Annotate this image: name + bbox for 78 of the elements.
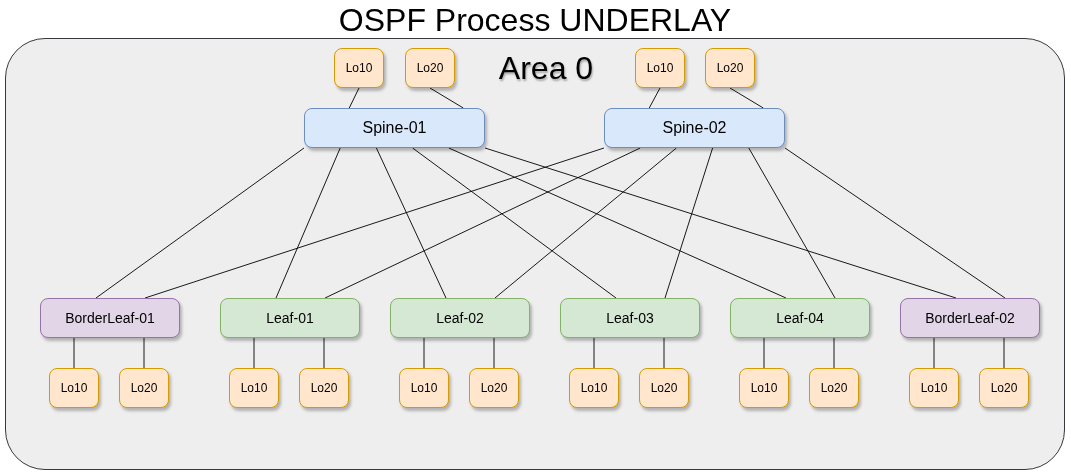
link-line xyxy=(748,147,836,299)
loopback-box xyxy=(334,48,384,88)
link-line xyxy=(348,87,360,109)
link-line xyxy=(143,337,145,369)
node-label: Lo20 xyxy=(650,381,678,395)
link-line xyxy=(663,337,665,369)
node-label: Lo10 xyxy=(920,381,948,395)
link-line xyxy=(429,87,464,109)
loopback-box xyxy=(739,368,789,408)
link-line xyxy=(448,147,787,299)
link-line xyxy=(1003,337,1005,369)
link-line xyxy=(648,87,661,109)
link-line xyxy=(375,147,447,299)
link-line xyxy=(253,337,255,369)
node-label: Lo10 xyxy=(580,381,608,395)
link-line xyxy=(933,337,935,369)
leaf-switch-box xyxy=(560,298,700,338)
node-label: Spine-01 xyxy=(362,119,427,137)
link-line xyxy=(144,147,605,299)
node-label: Leaf-01 xyxy=(266,310,314,326)
node-label: Lo10 xyxy=(345,61,373,75)
leaf-switch-box xyxy=(730,298,870,338)
loopback-box xyxy=(229,368,279,408)
node-label: Lo10 xyxy=(410,381,438,395)
link-line xyxy=(324,147,641,299)
link-line xyxy=(323,337,325,369)
node-label: Lo20 xyxy=(990,381,1018,395)
loopback-box xyxy=(299,368,349,408)
link-line xyxy=(763,337,765,369)
spine-switch-box xyxy=(604,108,785,148)
link-line xyxy=(412,147,617,299)
link-line xyxy=(95,147,305,299)
node-label: Lo20 xyxy=(820,381,848,395)
loopback-box xyxy=(49,368,99,408)
node-label: Leaf-03 xyxy=(606,310,654,326)
loopback-box xyxy=(705,48,755,88)
node-label: Leaf-04 xyxy=(776,310,824,326)
border-leaf-switch-box xyxy=(40,298,180,338)
node-label: Lo20 xyxy=(130,381,158,395)
node-label: Lo20 xyxy=(416,61,444,75)
loopback-box xyxy=(809,368,859,408)
area-title: OSPF Process UNDERLAY xyxy=(337,1,733,39)
loopback-box xyxy=(399,368,449,408)
link-line xyxy=(729,87,764,109)
loopback-box xyxy=(979,368,1029,408)
link-line xyxy=(494,147,677,299)
node-label: Lo10 xyxy=(240,381,268,395)
link-line xyxy=(423,337,425,369)
node-label: Lo20 xyxy=(716,61,744,75)
node-label: BorderLeaf-02 xyxy=(925,310,1015,326)
node-label: Lo20 xyxy=(310,381,338,395)
link-line xyxy=(275,147,341,299)
loopback-box xyxy=(119,368,169,408)
link-line xyxy=(484,147,957,299)
node-label: BorderLeaf-01 xyxy=(65,310,155,326)
node-label: Lo10 xyxy=(750,381,778,395)
node-label: Lo20 xyxy=(480,381,508,395)
border-leaf-switch-box xyxy=(900,298,1040,338)
loopback-box xyxy=(569,368,619,408)
link-line xyxy=(664,147,714,299)
link-line xyxy=(784,147,1006,299)
spine-switch-box xyxy=(304,108,485,148)
node-label: Leaf-02 xyxy=(436,310,484,326)
loopback-box xyxy=(405,48,455,88)
node-label: Lo10 xyxy=(60,381,88,395)
leaf-switch-box xyxy=(220,298,360,338)
node-label: Lo10 xyxy=(646,61,674,75)
area-label: Area 0 xyxy=(497,49,595,87)
loopback-box xyxy=(635,48,685,88)
link-line xyxy=(833,337,835,369)
leaf-switch-box xyxy=(390,298,530,338)
loopback-box xyxy=(909,368,959,408)
link-line xyxy=(493,337,495,369)
loopback-box xyxy=(639,368,689,408)
node-label: Spine-02 xyxy=(662,119,727,137)
link-line xyxy=(593,337,595,369)
loopback-box xyxy=(469,368,519,408)
link-line xyxy=(73,337,75,369)
